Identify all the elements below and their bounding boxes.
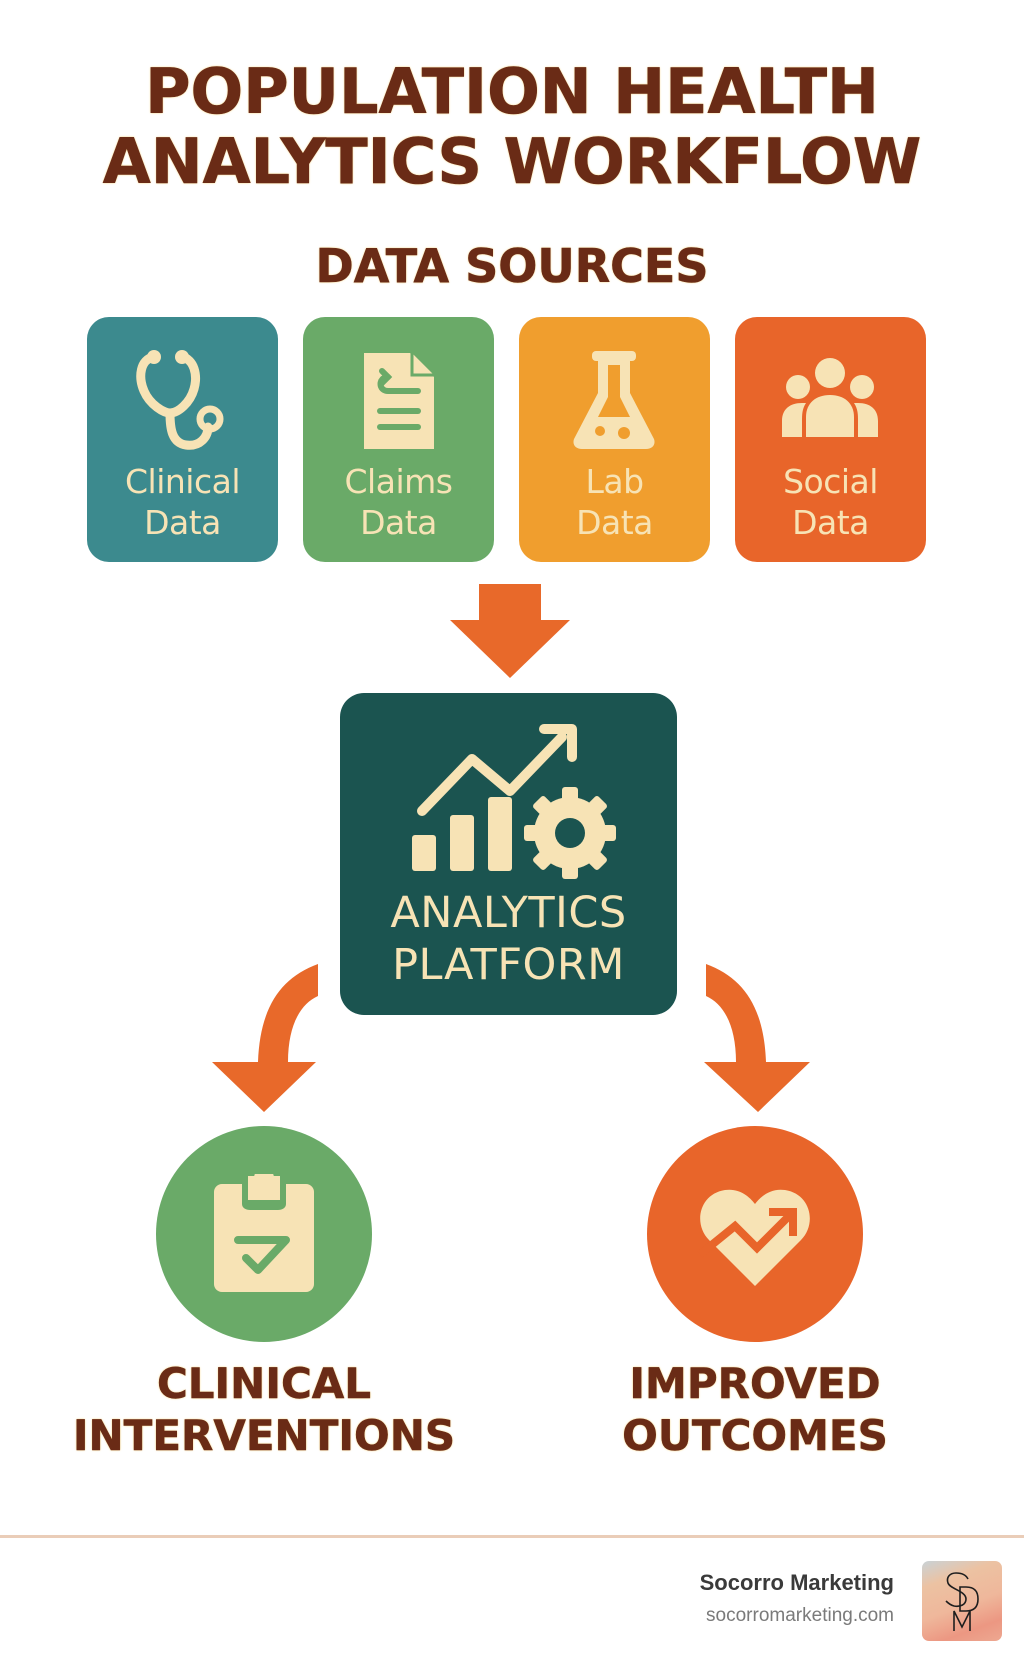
tile-lab-data: Lab Data (519, 317, 710, 562)
stethoscope-icon (136, 350, 224, 450)
data-sources-heading: DATA SOURCES (315, 239, 709, 294)
analytics-platform-box: ANALYTICS PLATFORM (340, 693, 677, 1015)
improved-outcomes-label-line-2: OUTCOMES (622, 1411, 888, 1461)
sdm-monogram-icon (945, 1572, 979, 1631)
improved-outcomes-circle (647, 1126, 863, 1342)
heart-trend-icon (697, 1189, 810, 1286)
tile-label: Data (144, 503, 221, 542)
footer-url-link[interactable]: socorromarketing.com (706, 1605, 894, 1626)
platform-label-line-1: ANALYTICS (390, 888, 627, 938)
curved-arrow-right-icon (704, 964, 810, 1112)
tile-label: Lab (585, 462, 644, 501)
page-title-line-2: ANALYTICS WORKFLOW (102, 125, 922, 198)
footer-brand-name: Socorro Marketing (699, 1570, 894, 1595)
platform-label-line-2: PLATFORM (392, 940, 625, 990)
improved-outcomes-label-line-1: IMPROVED (629, 1359, 881, 1409)
people-group-icon (782, 358, 878, 437)
brand-logo (922, 1561, 1002, 1641)
tile-label: Data (576, 503, 653, 542)
clinical-interventions-label-line-2: INTERVENTIONS (72, 1411, 456, 1461)
page-title-line-1: POPULATION HEALTH (145, 55, 879, 128)
document-icon (364, 347, 440, 449)
tile-clinical-data: Clinical Data (87, 317, 278, 562)
tile-label: Data (360, 503, 437, 542)
tile-label: Social (783, 462, 878, 501)
tile-label: Data (792, 503, 869, 542)
tile-claims-data: Claims Data (303, 317, 494, 562)
footer-divider (0, 1535, 1024, 1538)
curved-arrow-left-icon (212, 964, 318, 1112)
tile-label: Claims (344, 462, 453, 501)
clipboard-check-icon (214, 1174, 314, 1292)
tile-social-data: Social Data (735, 317, 926, 562)
chart-gear-icon (412, 724, 616, 879)
clinical-interventions-circle (156, 1126, 372, 1342)
down-arrow-icon (450, 584, 570, 678)
tile-label: Clinical (125, 462, 241, 501)
flask-icon (573, 351, 655, 449)
clinical-interventions-label-line-1: CLINICAL (156, 1359, 372, 1409)
